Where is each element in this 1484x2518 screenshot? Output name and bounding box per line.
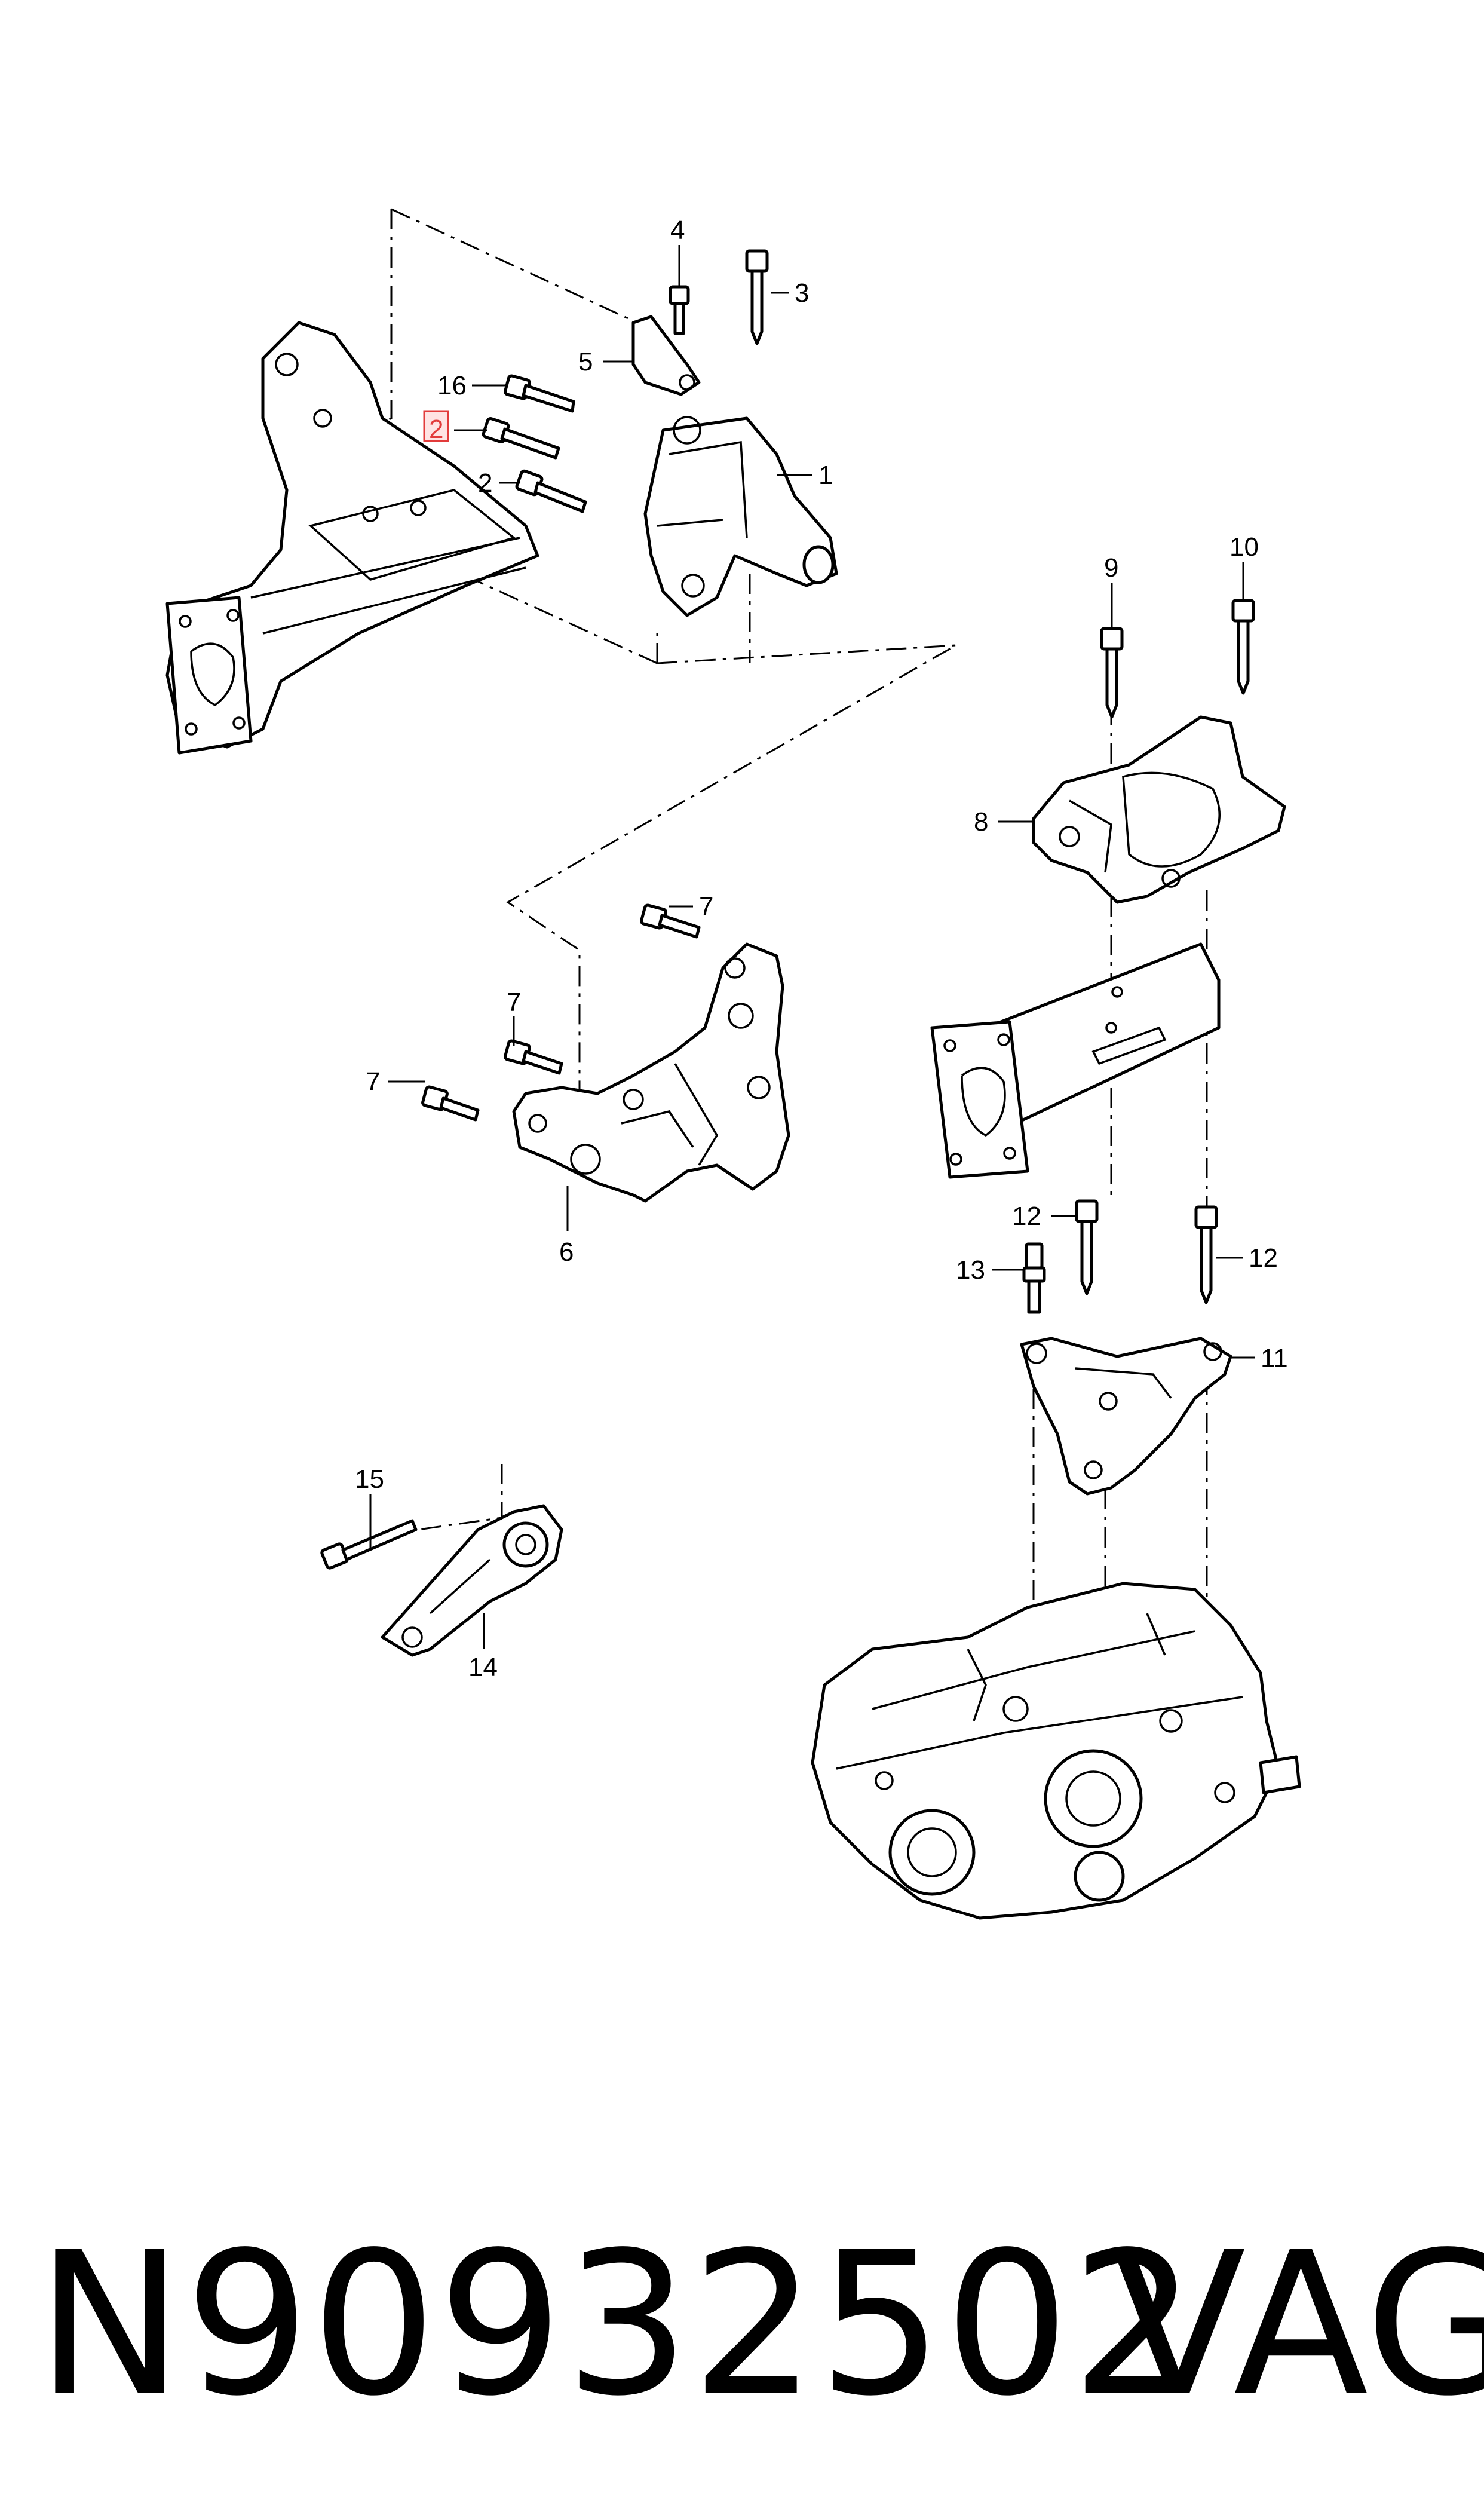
bolt-part-9 [1100, 627, 1124, 719]
callout-14[interactable]: 14 [468, 1653, 498, 1682]
gearbox-mount-part-8 [1032, 715, 1286, 904]
longitudinal-rail [930, 942, 1221, 1179]
callout-15[interactable]: 15 [355, 1465, 384, 1494]
bracket-part-5 [631, 315, 701, 396]
bolt-part-15 [320, 1519, 418, 1570]
callout-8[interactable]: 8 [974, 807, 988, 837]
stud-part-13 [1022, 1242, 1046, 1314]
bolt-part-3 [745, 249, 769, 345]
callout-2[interactable]: 2 [478, 468, 492, 498]
callout-4[interactable]: 4 [670, 216, 685, 245]
bolt-part-12-right [1194, 1205, 1218, 1304]
bolt-part-2-lower [515, 469, 587, 513]
part-number: N90932502 [36, 2210, 1198, 2439]
callout-16[interactable]: 16 [437, 371, 467, 400]
torque-arm-part-14 [381, 1504, 563, 1657]
gearbox-bracket-part-11 [1020, 1337, 1232, 1496]
engine-mount-part-1 [643, 416, 838, 617]
callout-12-right[interactable]: 12 [1249, 1243, 1278, 1273]
bolt-part-10 [1231, 599, 1255, 695]
leader-lines [369, 245, 1255, 1649]
callout-11[interactable]: 11 [1261, 1344, 1288, 1373]
callout-12-left[interactable]: 12 [1012, 1202, 1041, 1231]
callout-1[interactable]: 1 [818, 461, 833, 490]
highlight-box [423, 410, 449, 442]
footer: N90932502 VAG [0, 2211, 1484, 2438]
callout-3[interactable]: 3 [795, 278, 809, 308]
engine-bracket-part-6 [512, 942, 790, 1203]
gearbox-assembly [811, 1582, 1301, 1920]
bolt-part-7-middle [504, 1039, 563, 1075]
exploded-parts-diagram: 4 3 5 16 2 2 1 7 7 7 6 9 10 8 12 13 12 1… [165, 208, 1301, 1920]
callout-7-left[interactable]: 7 [366, 1067, 380, 1096]
brand-name: VAG [1111, 2210, 1484, 2439]
callout-10[interactable]: 10 [1229, 532, 1259, 562]
bolt-part-4 [669, 285, 690, 335]
callout-6[interactable]: 6 [559, 1237, 574, 1267]
bolt-part-7-top [640, 903, 701, 939]
callout-7-middle[interactable]: 7 [507, 988, 521, 1017]
bolt-part-7-left [421, 1085, 480, 1122]
subframe-rail [165, 321, 539, 755]
callout-7-top[interactable]: 7 [699, 892, 713, 921]
callout-2-highlighted[interactable]: 2 [429, 415, 443, 444]
callout-5[interactable]: 5 [578, 347, 593, 376]
bolt-part-12-left [1075, 1199, 1099, 1295]
callout-9[interactable]: 9 [1104, 553, 1118, 583]
callout-13[interactable]: 13 [956, 1255, 985, 1285]
bolt-part-2-upper [482, 417, 560, 460]
callouts: 4 3 5 16 2 2 1 7 7 7 6 9 10 8 12 13 12 1… [355, 216, 1288, 1682]
bolt-part-16 [504, 374, 575, 413]
